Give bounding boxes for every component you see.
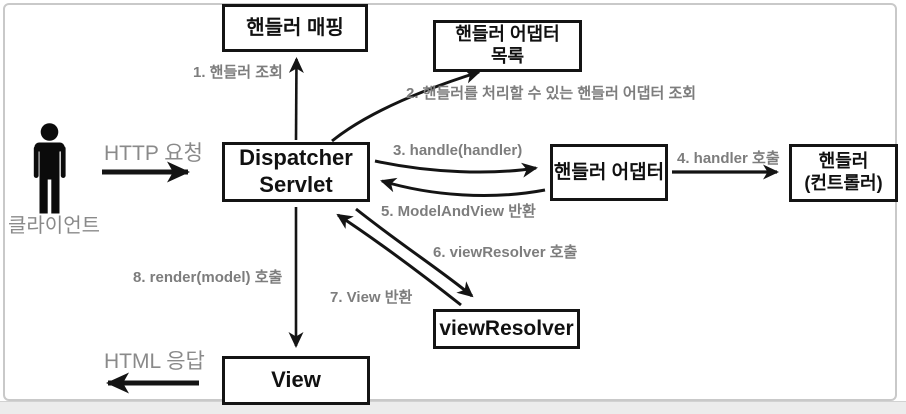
step7-arrow xyxy=(336,213,462,307)
box-handler-adapter-label: 핸들러 어댑터 xyxy=(553,161,665,183)
client-label: 클라이언트 xyxy=(8,215,100,237)
box-handler-adapter-list-line2: 목록 xyxy=(490,46,525,66)
box-handler-adapter: 핸들러 어댑터 xyxy=(550,144,668,201)
box-handler-controller-line2: (컨트롤러) xyxy=(804,173,883,193)
box-handler-mapping-label: 핸들러 매핑 xyxy=(246,16,344,39)
box-handler-mapping: 핸들러 매핑 xyxy=(222,4,368,52)
box-handler-controller: 핸들러 (컨트롤러) xyxy=(789,144,898,202)
step2-label: 2. 핸들러를 처리할 수 있는 핸들러 어댑터 조회 xyxy=(406,85,697,102)
box-dispatcher-servlet: Dispatcher Servlet xyxy=(222,142,370,202)
step1-label: 1. 핸들러 조회 xyxy=(193,64,283,81)
step7-label: 7. View 반환 xyxy=(330,289,413,306)
html-response-label: HTML 응답 xyxy=(104,350,205,373)
step5-arrow xyxy=(380,177,546,197)
box-dispatcher-servlet-line1: Dispatcher xyxy=(239,145,353,171)
box-view-resolver-label: viewResolver xyxy=(439,317,574,341)
box-handler-controller-line1: 핸들러 xyxy=(818,151,869,172)
box-dispatcher-servlet-line2: Servlet xyxy=(259,172,333,197)
step3-arrow xyxy=(374,159,538,178)
step5-label: 5. ModelAndView 반환 xyxy=(381,203,536,220)
box-handler-adapter-list-line1: 핸들러 어댑터 xyxy=(455,24,560,45)
client-person-icon xyxy=(33,123,66,214)
http-request-label: HTTP 요청 xyxy=(104,142,203,165)
step4-label: 4. handler 호출 xyxy=(677,150,780,167)
step8-label: 8. render(model) 호출 xyxy=(133,269,283,286)
step1-arrow xyxy=(288,57,304,141)
step6-arrow xyxy=(355,207,474,298)
box-view-resolver: viewResolver xyxy=(433,309,580,349)
box-handler-adapter-list: 핸들러 어댑터 목록 xyxy=(433,20,582,72)
step3-label: 3. handle(handler) xyxy=(393,142,523,159)
step2-arrow xyxy=(331,69,481,143)
step6-label: 6. viewResolver 호출 xyxy=(433,244,578,261)
box-view-label: View xyxy=(271,367,321,393)
box-view: View xyxy=(222,356,370,405)
